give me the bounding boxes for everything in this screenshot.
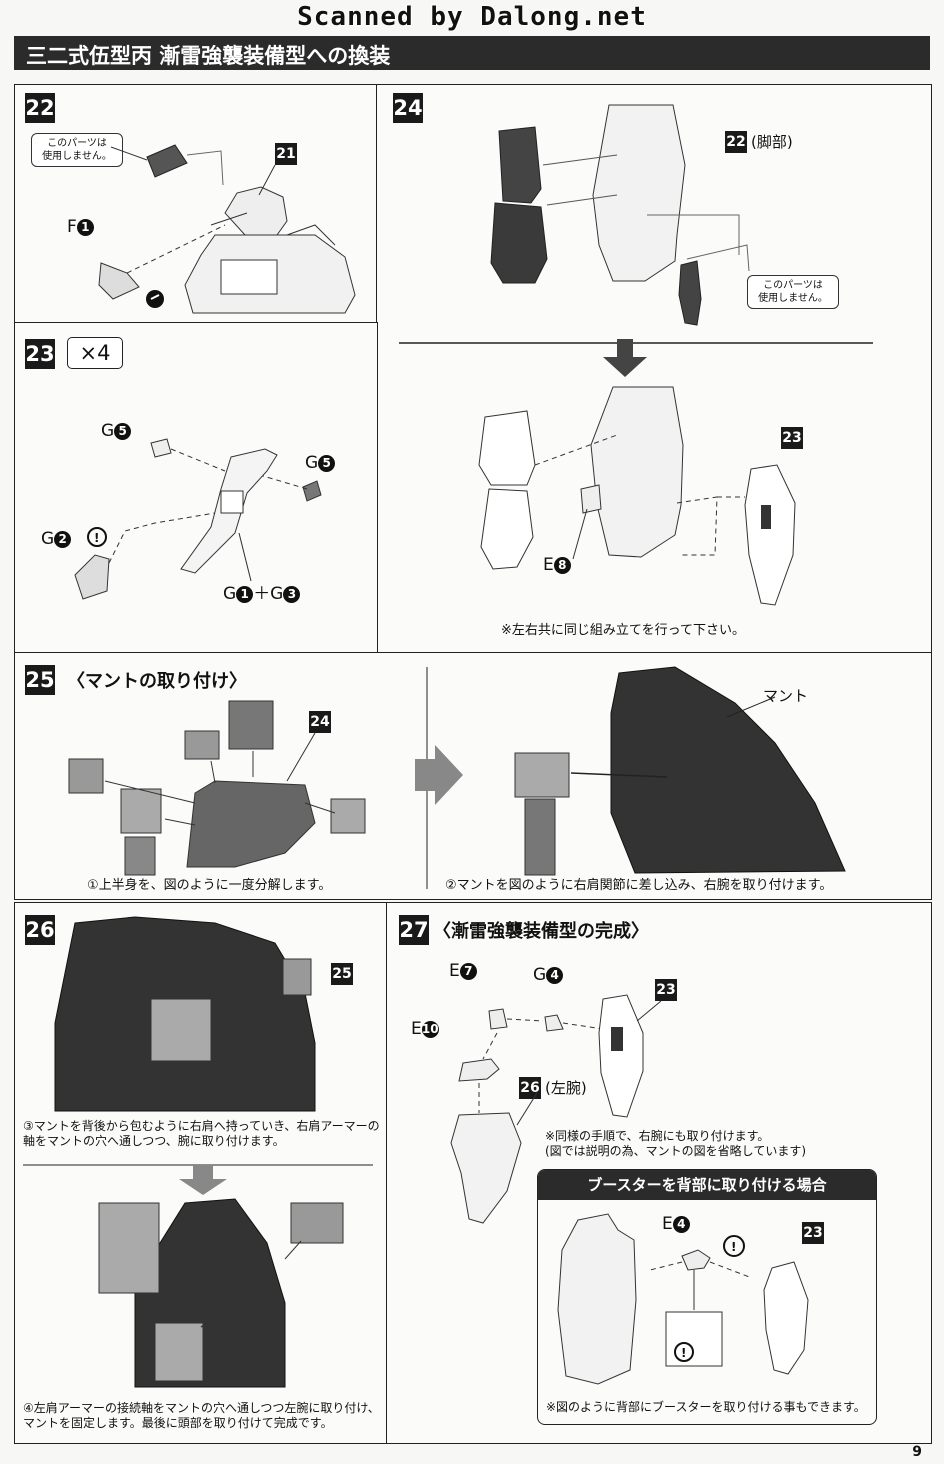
step-27-illustration xyxy=(450,994,662,1224)
part-letter: G xyxy=(533,965,547,985)
title-bar: 三二式伍型丙 漸雷強襲装備型への換装 xyxy=(14,36,930,70)
step-number: 22 xyxy=(25,93,55,123)
booster-illustration: ! ! xyxy=(557,1213,809,1385)
step-25-illustration xyxy=(68,666,846,889)
caption-4: ④左肩アーマーの接続軸をマントの穴へ通しつつ左腕に取り付け、 マントを固定します… xyxy=(23,1401,380,1430)
multiplier-box: ×4 xyxy=(67,337,123,369)
step-22-illustration xyxy=(98,144,356,314)
step-25-panel: 25 〈マントの取り付け〉 24 マント ①上半身を、図のように一度分解します。… xyxy=(14,652,932,900)
step-number: 24 xyxy=(393,93,423,123)
unused-part-callout: このパーツは 使用しません。 xyxy=(747,275,839,309)
step-heading: 〈漸雷強襲装備型の完成〉 xyxy=(433,921,649,942)
part-letter: G xyxy=(305,453,319,473)
left-arm-label: (左腕) xyxy=(545,1079,587,1097)
part-letter: E xyxy=(543,555,554,575)
part-label-e10: E10 xyxy=(411,1019,439,1039)
booster-box-title: ブースターを背部に取り付ける場合 xyxy=(538,1170,876,1200)
caption-1: ①上半身を、図のように一度分解します。 xyxy=(87,878,332,893)
ref-badge-23-box: 23 xyxy=(802,1222,824,1244)
part-number: 2 xyxy=(54,530,72,548)
page-title: 三二式伍型丙 漸雷強襲装備型への換装 xyxy=(26,44,391,68)
caption-3: ③マントを背後から包むように右肩へ持っていき、右肩アーマーの 軸をマントの穴へ通… xyxy=(23,1119,380,1148)
step-number: 26 xyxy=(25,915,55,945)
step-number: 23 xyxy=(25,339,55,369)
part-number: 1 xyxy=(76,218,94,236)
ref-badge-23: 23 xyxy=(655,979,677,1001)
step-26-panel: 26 25 ③マントを背後から包むように右肩へ持っていき、右肩アーマーの 軸をマ… xyxy=(14,902,388,1444)
part-letter: F xyxy=(67,217,77,237)
ref-badge-22: 22 xyxy=(725,131,747,153)
svg-text:!: ! xyxy=(94,531,99,545)
watermark: Scanned by Dalong.net xyxy=(297,2,647,32)
part-letter: E xyxy=(449,961,460,981)
leg-label: (脚部) xyxy=(751,133,793,151)
part-number: 4 xyxy=(672,1215,690,1233)
step-heading: 〈マントの取り付け〉 xyxy=(67,671,247,692)
part-number: 7 xyxy=(459,962,477,980)
ref-badge-23: 23 xyxy=(781,427,803,449)
ref-badge-24: 24 xyxy=(309,711,331,733)
callout-text: このパーツは 使用しません。 xyxy=(758,280,828,304)
ref-badge-25: 25 xyxy=(331,963,353,985)
part-number: 10 xyxy=(421,1020,439,1038)
cape-label: マント xyxy=(763,687,809,705)
part-letter: G xyxy=(101,421,115,441)
step-26-illustration xyxy=(23,916,373,1388)
part-number: 8 xyxy=(553,556,571,574)
step-27-note: ※同様の手順で、右腕にも取り付けます。 (図では説明の為、マントの図を省略してい… xyxy=(545,1129,807,1158)
part-number: 5 xyxy=(318,454,336,472)
booster-box-note: ※図のように背部にブースターを取り付ける事もできます。 xyxy=(546,1400,866,1414)
step-24-illustration xyxy=(399,104,873,606)
callout-text: このパーツは 使用しません。 xyxy=(42,138,112,162)
step-number: 25 xyxy=(25,665,55,695)
part-letter: G xyxy=(223,584,237,604)
step-number: 27 xyxy=(399,915,429,945)
part-number: 5 xyxy=(114,422,132,440)
plus-letter: ＋G xyxy=(253,584,284,604)
svg-text:!: ! xyxy=(681,1346,686,1360)
page-number: 9 xyxy=(912,1444,922,1460)
unused-part-callout: このパーツは 使用しません。 xyxy=(31,133,123,167)
caption-2: ②マントを図のように右肩関節に差し込み、右腕を取り付けます。 xyxy=(445,878,833,893)
part-letter: E xyxy=(662,1214,673,1234)
svg-text:!: ! xyxy=(731,1240,736,1254)
part-letter: G xyxy=(41,529,55,549)
part-letter: E xyxy=(411,1019,422,1039)
ref-badge-21: 21 xyxy=(275,143,297,165)
step-23-illustration: ! xyxy=(74,438,322,600)
badge-text: 22 xyxy=(726,134,746,150)
part-number: 1 xyxy=(236,585,254,603)
step-24-note: ※左右共に同じ組み立てを行って下さい。 xyxy=(501,623,745,638)
part-number: 3 xyxy=(283,585,301,603)
part-number: 4 xyxy=(546,966,564,984)
ref-badge-26: 26 xyxy=(519,1077,541,1099)
